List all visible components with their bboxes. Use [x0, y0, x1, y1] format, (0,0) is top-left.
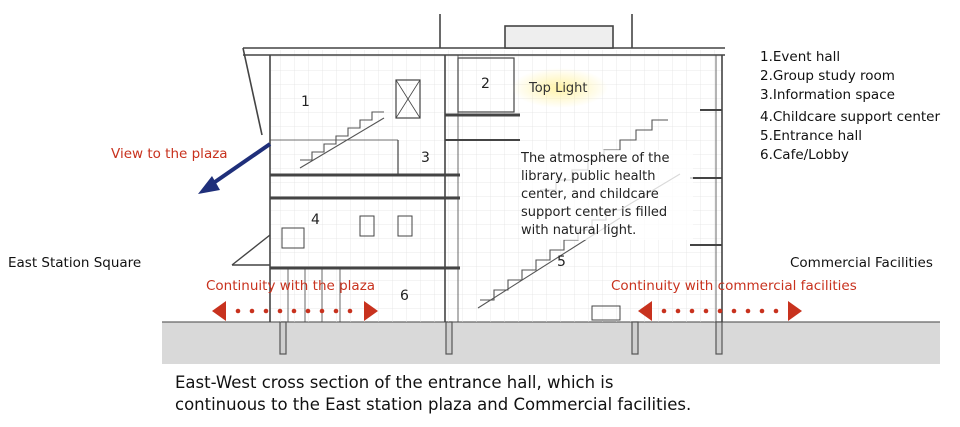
- top-light-label: Top Light: [529, 81, 588, 96]
- caption-line-2: continuous to the East station plaza and…: [175, 395, 692, 414]
- space-number-5: 5: [557, 254, 566, 270]
- legend-item: 4.Childcare support center: [760, 109, 941, 125]
- top-light-glow: [512, 68, 608, 108]
- continuity-plaza-label: Continuity with the plaza: [206, 278, 376, 294]
- legend: 1.Event hall 2.Group study room 3.Inform…: [760, 48, 940, 165]
- ground-slab: [162, 322, 940, 364]
- east-side-label: Commercial Facilities: [790, 255, 933, 271]
- legend-item: 2.Group study room: [760, 68, 895, 84]
- continuity-commercial-label: Continuity with commercial facilities: [611, 278, 857, 294]
- space-number-6: 6: [400, 288, 409, 304]
- legend-item: 6.Cafe/Lobby: [760, 147, 849, 163]
- view-to-plaza-label: View to the plaza: [111, 146, 228, 162]
- legend-item: 5.Entrance hall: [760, 128, 862, 144]
- space-number-2: 2: [481, 76, 490, 92]
- figure-caption: East-West cross section of the entrance …: [175, 372, 691, 416]
- continuity-arrow-commercial: [638, 301, 802, 321]
- continuity-arrow-plaza: [212, 301, 378, 321]
- caption-line-1: East-West cross section of the entrance …: [175, 373, 614, 392]
- atmosphere-note: The atmosphere of the library, public he…: [521, 150, 693, 240]
- legend-item: 3.Information space: [760, 87, 895, 103]
- view-arrow: [198, 142, 272, 194]
- building-outline: [231, 14, 725, 322]
- west-side-label: East Station Square: [8, 255, 142, 271]
- space-number-4: 4: [311, 212, 320, 228]
- space-number-1: 1: [301, 94, 310, 110]
- space-number-3: 3: [421, 150, 430, 166]
- legend-item: 1.Event hall: [760, 49, 841, 65]
